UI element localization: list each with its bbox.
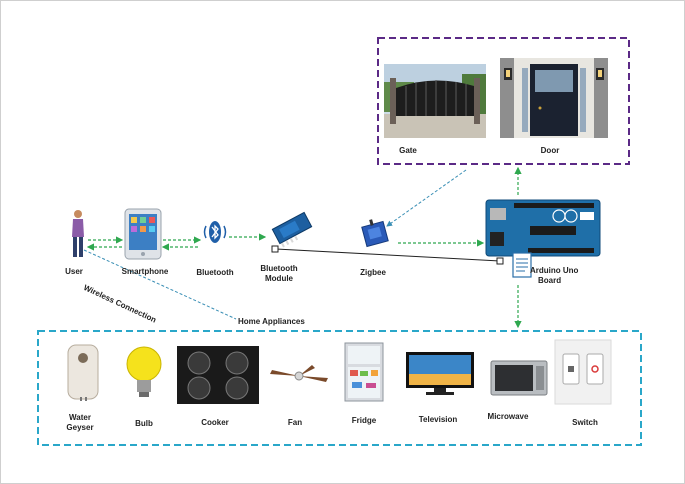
television-icon xyxy=(406,352,474,395)
gate-image xyxy=(384,64,486,138)
water-geyser-label-line1: Water xyxy=(69,413,91,422)
fan-icon xyxy=(270,365,328,382)
wireless-connection-line xyxy=(83,249,237,320)
user-label: User xyxy=(65,267,83,276)
bluetooth-icon xyxy=(203,221,227,243)
bulb-label: Bulb xyxy=(135,419,153,428)
wire-end-left xyxy=(271,245,279,253)
gate-label: Gate xyxy=(399,146,417,155)
fan-label: Fan xyxy=(287,418,303,427)
document-icon xyxy=(512,252,532,278)
module-to-arduino-wire xyxy=(275,248,501,262)
bluetooth-label: Bluetooth xyxy=(196,268,234,277)
home-appliances-label: Home Appliances xyxy=(238,317,305,326)
zigbee-icon xyxy=(361,219,389,248)
appliances-group-box xyxy=(37,330,642,446)
arrow-top-group-to-zigbee xyxy=(386,169,467,227)
user-figure-icon xyxy=(72,210,84,257)
zigbee-label: Zigbee xyxy=(360,268,386,277)
bt-module-label-line1: Bluetooth xyxy=(260,264,298,273)
arduino-label-line1: Arduino Uno xyxy=(530,266,579,275)
microwave-label: Microwave xyxy=(487,412,529,421)
smartphone-label: Smartphone xyxy=(121,267,169,276)
arduino-uno-board-icon xyxy=(485,199,601,257)
bt-module-label-line2: Module xyxy=(265,274,293,283)
top-group-box xyxy=(377,37,630,165)
fridge-label: Fridge xyxy=(351,416,377,425)
smartphone-icon xyxy=(124,208,162,260)
cooker-label: Cooker xyxy=(201,418,229,427)
microwave-icon xyxy=(490,360,548,396)
wire-end-right xyxy=(496,257,504,265)
water-geyser-icon xyxy=(67,344,99,401)
door-label: Door xyxy=(540,146,560,155)
arduino-label-line2: Board xyxy=(538,276,562,285)
television-label: Television xyxy=(418,415,458,424)
fridge-icon xyxy=(344,342,384,402)
switch-label: Switch xyxy=(572,418,598,427)
switch-icon xyxy=(554,339,612,405)
bulb-icon xyxy=(126,346,162,397)
water-geyser-label-line2: Geyser xyxy=(66,423,94,432)
bluetooth-module-icon xyxy=(271,211,313,248)
cooker-icon xyxy=(177,346,259,404)
door-image xyxy=(500,58,608,138)
